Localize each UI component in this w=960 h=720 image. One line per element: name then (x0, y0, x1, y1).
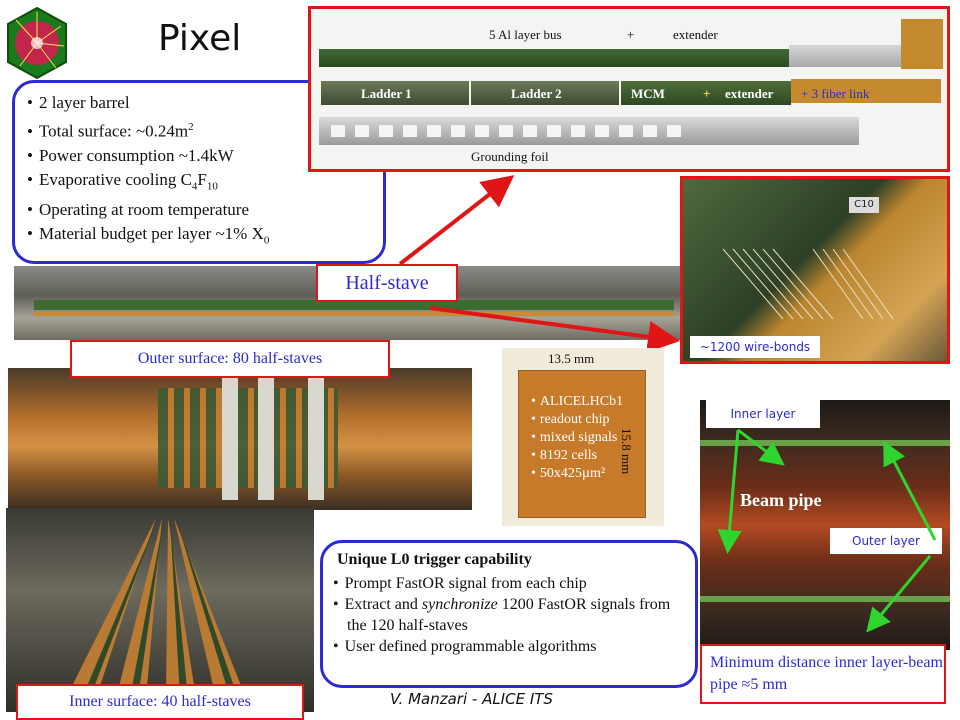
flex-extender (901, 19, 943, 69)
ladder-2-label: Ladder 2 (511, 86, 562, 101)
wire-bonds-label: ~1200 wire-bonds (690, 336, 820, 358)
inner-surface-photo (6, 508, 314, 712)
spec-item: 2 layer barrel (27, 91, 269, 115)
chip-spec-item: readout chip (531, 411, 623, 429)
chip-width-label: 13.5 mm (548, 351, 595, 366)
readout-chip-card: 13.5 mm ALICELHCb1 readout chip mixed si… (502, 348, 664, 526)
inner-surface-label: Inner surface: 40 half-staves (16, 684, 304, 720)
spec-item: Evaporative cooling C4F10 (27, 168, 269, 198)
beam-pipe-label: Beam pipe (740, 490, 822, 510)
ladder-1-strip (321, 81, 469, 105)
spec-item: Material budget per layer ~1% X0 (27, 222, 269, 252)
trigger-item: Extract and synchronize 1200 FastOR sign… (333, 594, 689, 636)
spec-item: Operating at room temperature (27, 198, 269, 222)
readout-chip: ALICELHCb1 readout chip mixed signals 81… (518, 370, 646, 518)
trigger-list: Prompt FastOR signal from each chip Extr… (333, 573, 689, 657)
beam-pipe-photo (700, 400, 950, 650)
outer-surface-label: Outer surface: 80 half-staves (70, 340, 390, 378)
outer-surface-photo (8, 368, 472, 510)
wire-bond-photo: C10 (680, 176, 950, 364)
specs-box: 2 layer barrel Total surface: ~0.24m2 Po… (12, 80, 386, 264)
half-stave-label: Half-stave (316, 264, 458, 302)
ladder-2-strip (471, 81, 619, 105)
c10-label-plate: C10 (849, 197, 879, 213)
foil-cutouts (331, 125, 681, 137)
mcm-plus-label: + (703, 86, 711, 101)
inner-layer-label: Inner layer (706, 400, 820, 428)
page-title: Pixel (158, 18, 242, 59)
specs-list: 2 layer barrel Total surface: ~0.24m2 Po… (27, 91, 269, 252)
spec-item: Total surface: ~0.24m2 (27, 115, 269, 144)
alice-event-logo (7, 6, 67, 80)
chip-spec-item: mixed signals (531, 429, 623, 447)
min-distance-label: Minimum distance inner layer-beam pipe ≈… (700, 644, 946, 704)
trigger-item: Prompt FastOR signal from each chip (333, 573, 689, 594)
plus-label: + (627, 27, 635, 42)
mcm-extender (791, 79, 941, 103)
bus-label: 5 Al layer bus (489, 27, 562, 42)
trigger-box: Unique L0 trigger capability Prompt Fast… (320, 540, 698, 688)
fiber-link-label: + 3 fiber link (801, 86, 870, 101)
chip-spec-item: 8192 cells (531, 447, 623, 465)
trigger-title: Unique L0 trigger capability (337, 551, 532, 568)
trigger-item: User defined programmable algorithms (333, 636, 689, 657)
chip-spec-item: 50x425µm² (531, 465, 623, 483)
ladder-assembly-panel: 5 Al layer bus + extender Ladder 1 Ladde… (308, 6, 950, 172)
outer-layer-label: Outer layer (830, 528, 942, 554)
footer-credit: V. Manzari - ALICE ITS (390, 690, 553, 708)
al-bus-strip (319, 49, 789, 67)
extender-label: extender (673, 27, 718, 42)
mcm-label: MCM (631, 86, 665, 101)
spec-item: Power consumption ~1.4kW (27, 144, 269, 168)
ladder-1-label: Ladder 1 (361, 86, 412, 101)
grounding-foil-label: Grounding foil (471, 149, 549, 164)
chip-specs-list: ALICELHCb1 readout chip mixed signals 81… (531, 393, 623, 483)
mcm-extender-label: extender (725, 86, 774, 101)
mcm-strip (621, 81, 791, 105)
chip-spec-item: ALICELHCb1 (531, 393, 623, 411)
